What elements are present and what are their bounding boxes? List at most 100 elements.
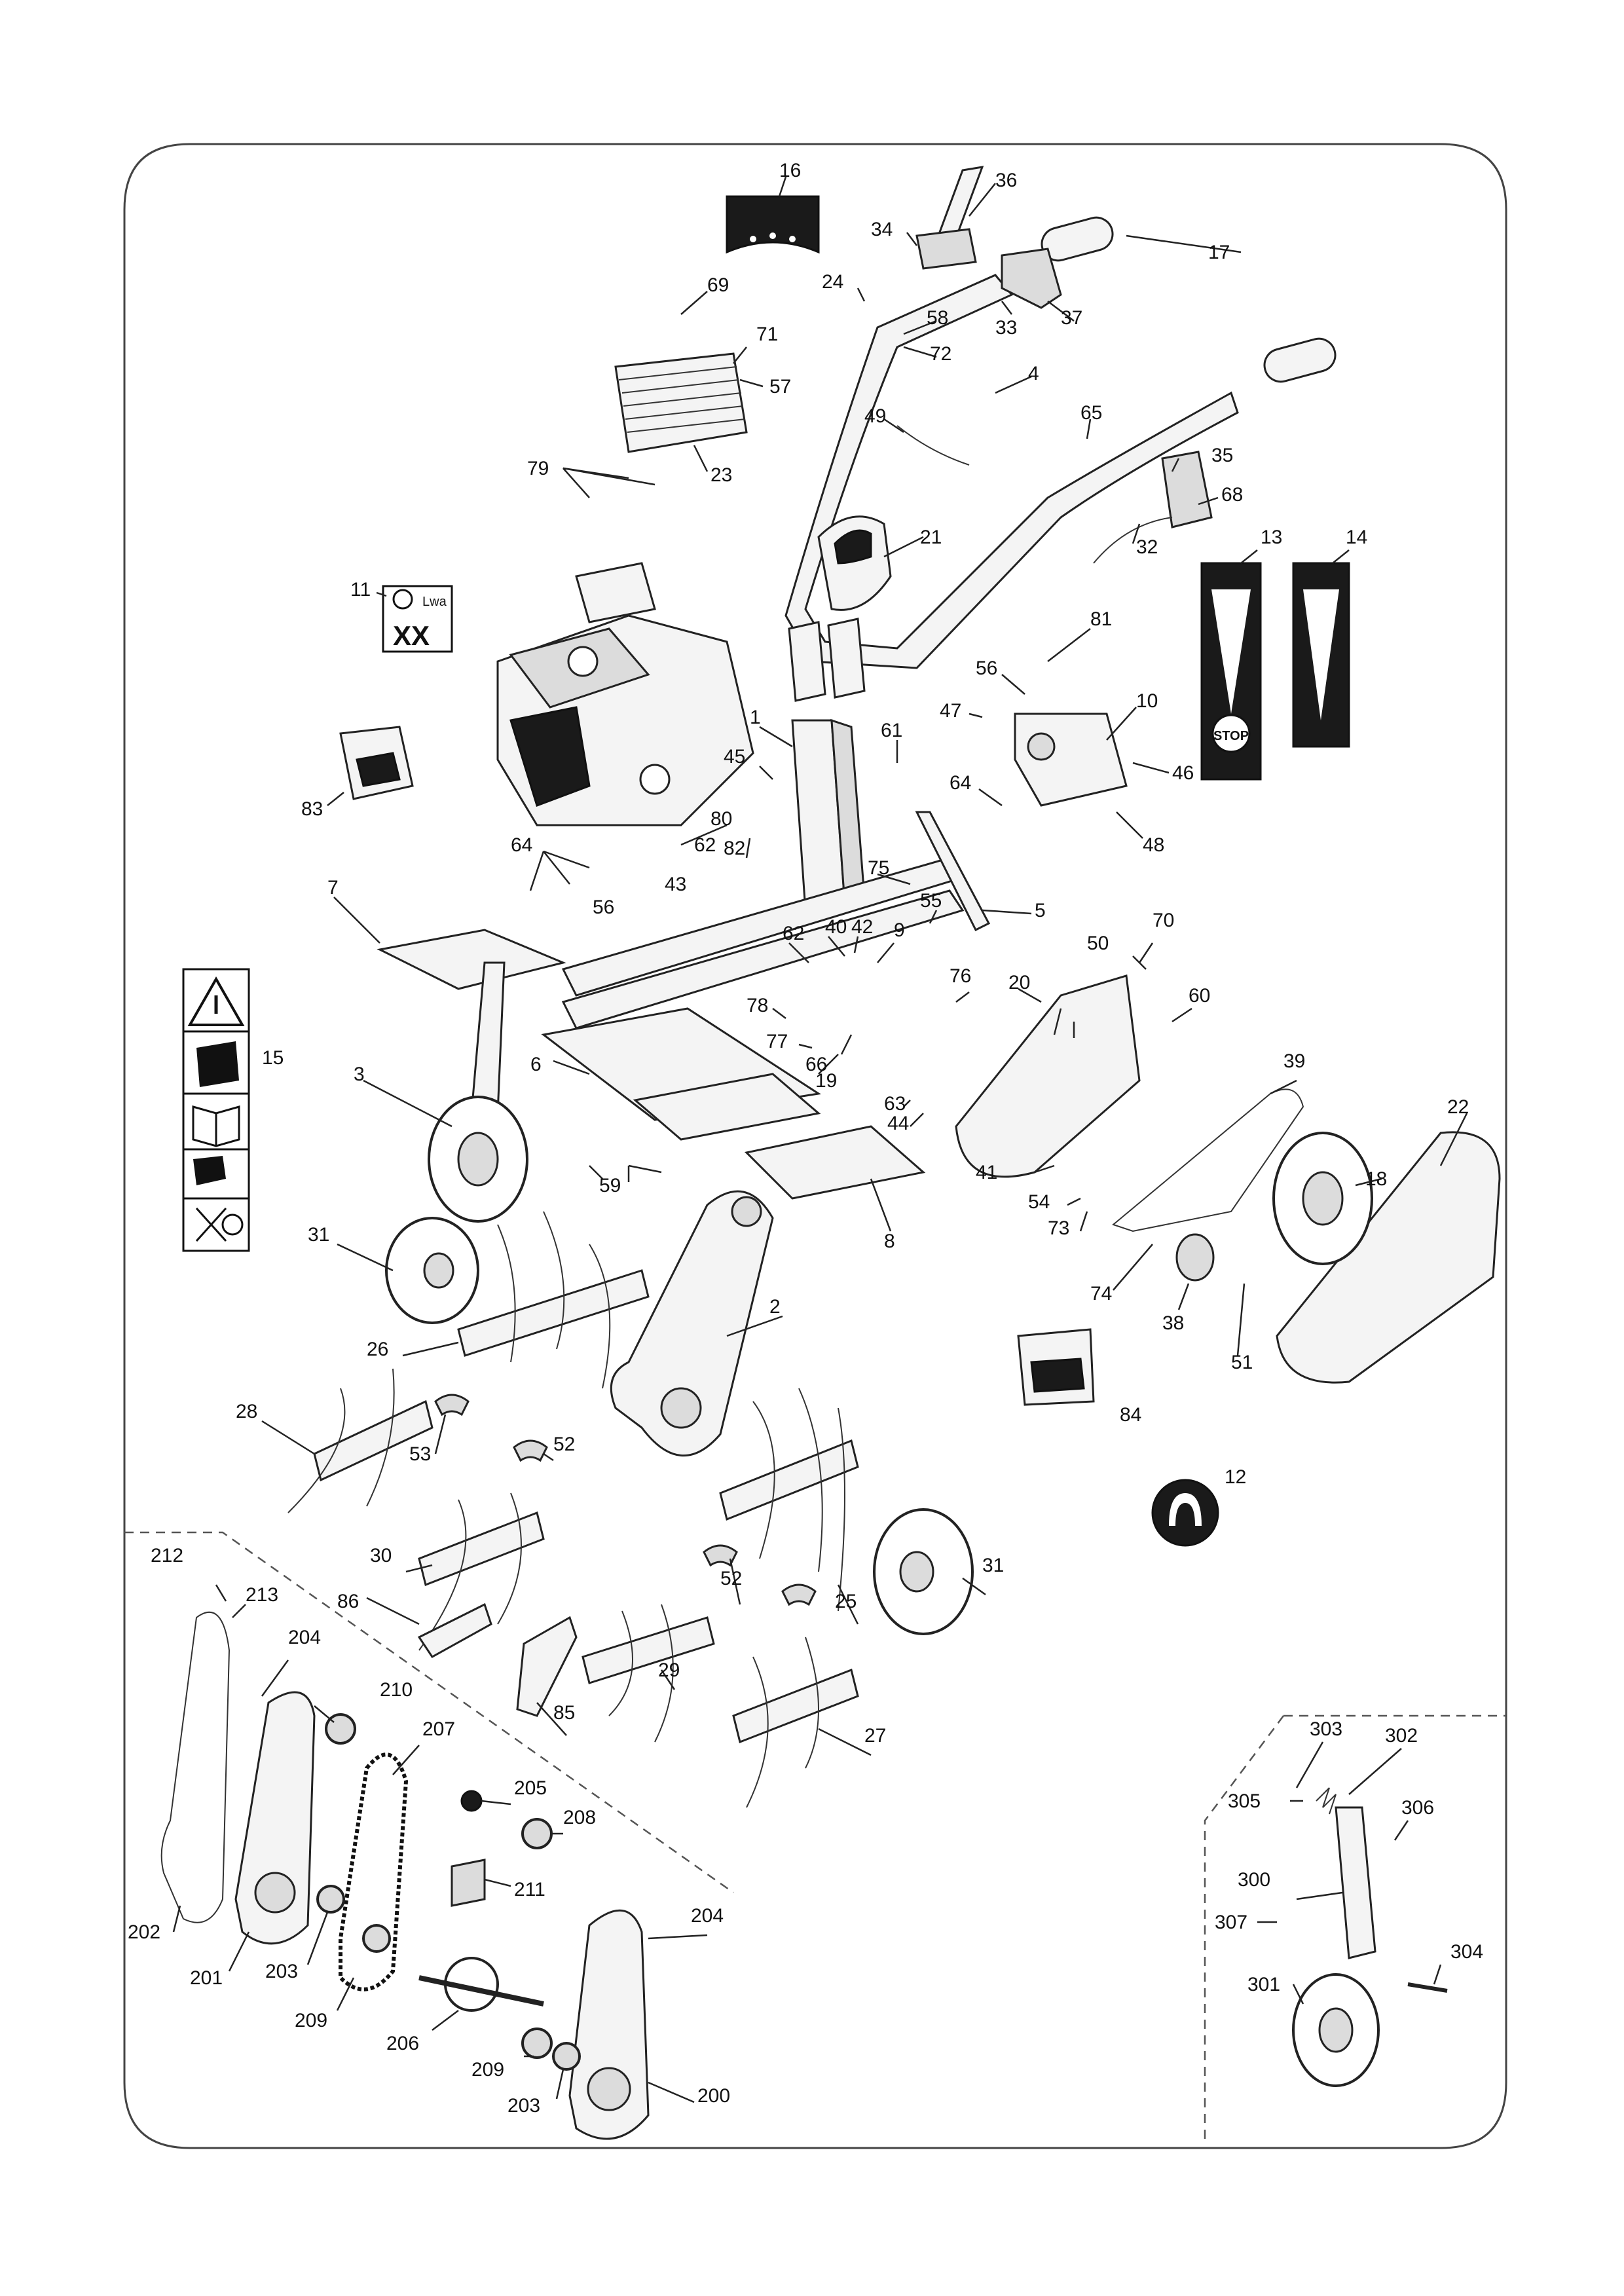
label-42: 42: [851, 916, 873, 938]
label-210: 210: [380, 1679, 413, 1701]
label-63: 63: [884, 1093, 906, 1115]
throttle-35: [1161, 451, 1213, 528]
label-27: 27: [864, 1725, 886, 1747]
label-304: 304: [1450, 1941, 1483, 1963]
wheel-kit-wheel-hub: [1318, 2007, 1354, 2053]
handle-cover-21: [817, 515, 892, 611]
label-202: 202: [128, 1921, 160, 1943]
clamp-53: [434, 1394, 470, 1416]
stop-sign: [1211, 714, 1251, 753]
engine-shaft: [639, 764, 671, 795]
label-201: 201: [190, 1967, 223, 1989]
label-72: 72: [930, 343, 951, 365]
depth-stake-5: [915, 811, 991, 932]
tine-assembly-30: [418, 1511, 545, 1587]
tine-blades-25: [752, 1388, 845, 1612]
label-208: 208: [563, 1807, 596, 1828]
label-46: 46: [1172, 762, 1194, 784]
label-86: 86: [337, 1591, 359, 1612]
label-49: 49: [864, 405, 886, 427]
hardware-bag-84-parts: [1030, 1358, 1085, 1393]
label-48: 48: [1143, 834, 1164, 856]
label-35: 35: [1211, 445, 1233, 466]
label-59: 59: [599, 1175, 621, 1196]
label-58: 58: [927, 307, 948, 329]
label-62a: 62: [694, 834, 716, 856]
ear-protection-decal-12: [1151, 1479, 1219, 1547]
label-26: 26: [367, 1339, 388, 1360]
stop-text: STOP: [1213, 729, 1249, 743]
label-61: 61: [881, 720, 902, 741]
label-31b: 31: [982, 1555, 1004, 1576]
belt-cover-22: [1276, 1131, 1501, 1384]
tine-blade-86: [417, 1602, 492, 1658]
label-39: 39: [1283, 1050, 1305, 1072]
noise-label-value: XX: [393, 620, 430, 651]
handle-bracket-right: [827, 618, 866, 699]
label-82: 82: [724, 838, 745, 859]
tine-assembly-26: [457, 1269, 650, 1357]
label-31a: 31: [308, 1224, 329, 1246]
label-57: 57: [769, 376, 791, 398]
maintenance-icon: [193, 1156, 226, 1185]
chassis-rail-lower: [561, 889, 965, 1029]
decal-16-hole: [750, 236, 756, 242]
label-83: 83: [301, 798, 323, 820]
side-disc-hub: [899, 1551, 934, 1593]
wheel-kit-spring-302: [1316, 1787, 1337, 1815]
clamp-52a: [513, 1439, 548, 1462]
label-43: 43: [665, 874, 686, 895]
side-disc-hub: [423, 1252, 454, 1289]
label-302: 302: [1385, 1725, 1418, 1747]
label-213: 213: [246, 1584, 278, 1606]
label-22: 22: [1447, 1096, 1469, 1118]
transmission-kit-frame: [124, 1531, 734, 1894]
tine-assembly-25: [719, 1439, 859, 1521]
tine-blades-28: [287, 1368, 395, 1513]
wheel-kit-axle-304: [1407, 1982, 1448, 1993]
label-52a: 52: [553, 1434, 575, 1455]
label-14: 14: [1346, 527, 1367, 548]
front-plate-7: [377, 929, 566, 990]
label-56b: 56: [593, 897, 614, 918]
tine-shield-plate: [633, 1073, 821, 1141]
handle-cover-21-inner: [834, 529, 872, 565]
label-6: 6: [530, 1054, 542, 1075]
sprocket-shaft: [418, 1975, 544, 2007]
tine-shield-8: [744, 1125, 926, 1200]
label-25: 25: [835, 1591, 857, 1612]
no-fuel-icon: [195, 1207, 227, 1242]
label-60: 60: [1189, 985, 1210, 1007]
label-2: 2: [769, 1296, 781, 1318]
label-300: 300: [1238, 1869, 1270, 1891]
label-4: 4: [1028, 363, 1039, 384]
clamp-52c: [781, 1583, 817, 1606]
label-79: 79: [527, 458, 549, 479]
engine-block: [509, 706, 591, 807]
fuel-cap: [567, 646, 599, 677]
label-7: 7: [327, 877, 339, 898]
leader-lines: [172, 176, 1468, 2103]
label-24: 24: [822, 271, 843, 293]
label-34: 34: [871, 219, 893, 240]
handlebar: [784, 274, 1239, 669]
bearing-209a: [362, 1924, 391, 1953]
label-38: 38: [1162, 1312, 1184, 1334]
label-3: 3: [354, 1064, 365, 1085]
wheel-kit-bracket-300: [1335, 1806, 1376, 1959]
label-23: 23: [710, 464, 732, 486]
label-32: 32: [1136, 536, 1158, 558]
tine-blades-26: [497, 1211, 611, 1389]
label-204a: 204: [288, 1627, 321, 1648]
label-18: 18: [1365, 1168, 1387, 1190]
label-303: 303: [1310, 1718, 1342, 1740]
label-29: 29: [658, 1659, 680, 1681]
case-half-200-boss: [587, 2067, 631, 2111]
label-41: 41: [976, 1162, 997, 1183]
hardware-bag-83-parts: [356, 752, 401, 787]
pulley-18-hub: [1302, 1171, 1344, 1226]
label-13: 13: [1261, 527, 1282, 548]
bearing-203b: [552, 2042, 581, 2071]
label-80: 80: [710, 808, 732, 830]
